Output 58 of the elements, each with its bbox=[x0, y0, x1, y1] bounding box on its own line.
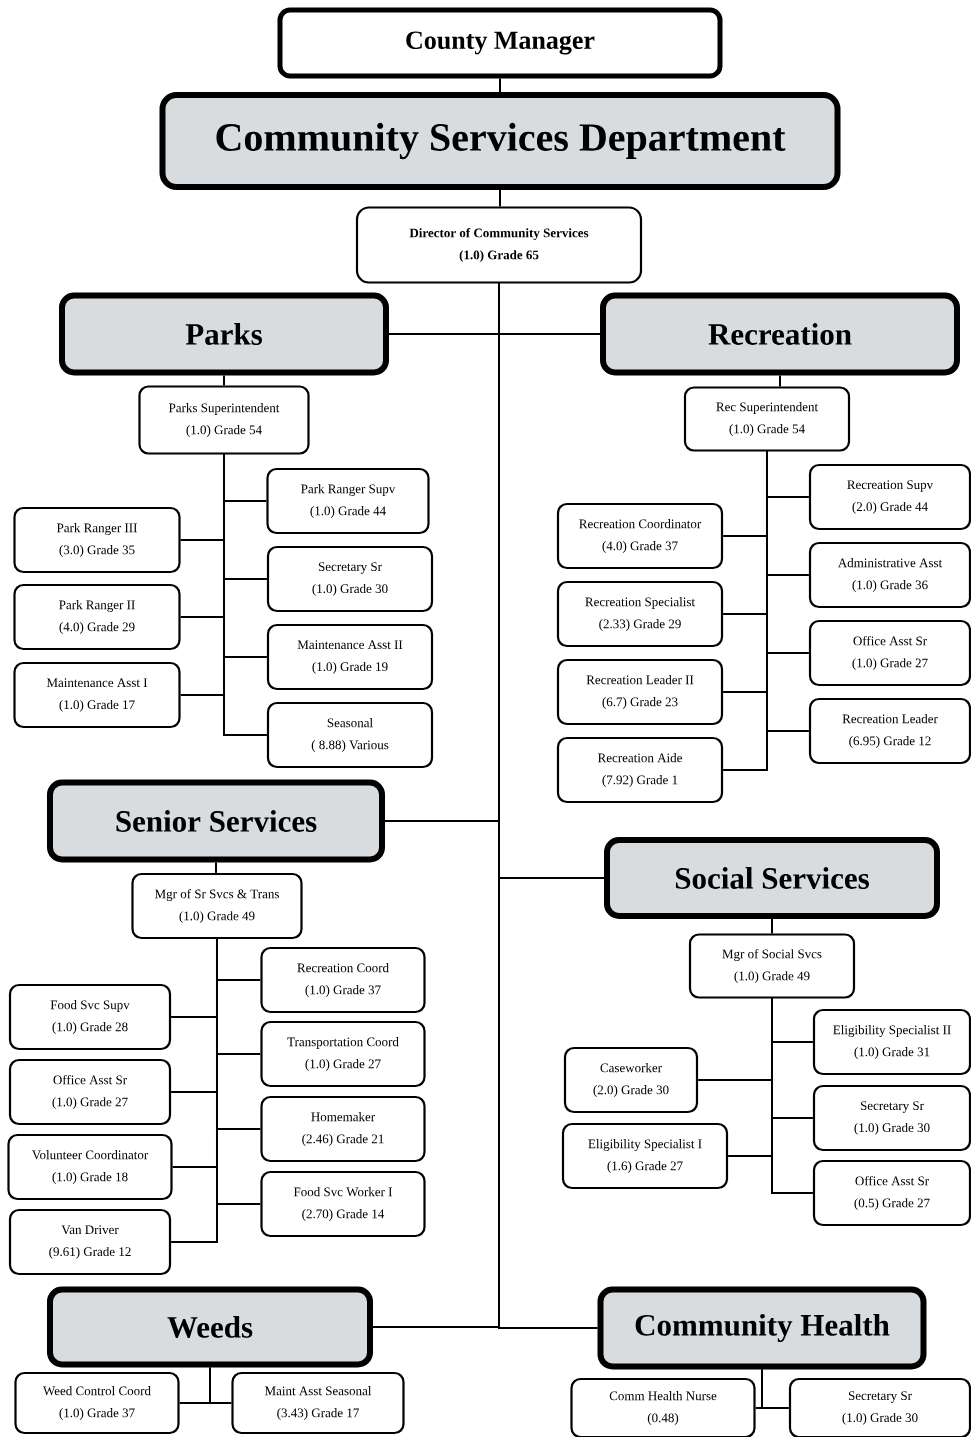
position-box: Food Svc Supv (1.0) Grade 28 bbox=[8, 983, 172, 1051]
position-box: Secretary Sr (1.0) Grade 30 bbox=[788, 1377, 971, 1437]
position-box: Office Asst Sr (1.0) Grade 27 bbox=[8, 1058, 172, 1126]
position-box: Comm Health Nurse (0.48) bbox=[570, 1377, 756, 1437]
position-box: Maintenance Asst I (1.0) Grade 17 bbox=[13, 661, 181, 729]
division-header: Weeds bbox=[47, 1286, 373, 1368]
position-box: Mgr of Social Svcs (1.0) Grade 49 bbox=[688, 933, 856, 999]
position-box: Seasonal ( 8.88) Various bbox=[266, 701, 434, 769]
position-box: Recreation Coordinator (4.0) Grade 37 bbox=[556, 502, 724, 570]
connector-line bbox=[209, 1366, 233, 1404]
connector-line bbox=[779, 374, 781, 388]
connector-line bbox=[223, 374, 225, 387]
position-box: Office Asst Sr (0.5) Grade 27 bbox=[812, 1159, 971, 1227]
position-box: Food Svc Worker I (2.70) Grade 14 bbox=[260, 1170, 426, 1238]
division-header: Social Services bbox=[604, 837, 940, 919]
position-box: Recreation Specialist (2.33) Grade 29 bbox=[556, 580, 724, 648]
position-box: Recreation Coord (1.0) Grade 37 bbox=[260, 946, 426, 1014]
connector-line bbox=[498, 282, 599, 1329]
position-box: Transportation Coord (1.0) Grade 27 bbox=[260, 1020, 426, 1088]
position-box: Volunteer Coordinator (1.0) Grade 18 bbox=[7, 1133, 173, 1201]
position-box: Rec Superintendent (1.0) Grade 54 bbox=[683, 386, 851, 452]
division-header: Recreation bbox=[600, 292, 960, 376]
position-box: Maint Asst Seasonal (3.43) Grade 17 bbox=[231, 1371, 405, 1435]
position-box: Caseworker (2.0) Grade 30 bbox=[563, 1046, 699, 1114]
position-box: Eligibility Specialist II (1.0) Grade 31 bbox=[812, 1008, 971, 1076]
division-header: Parks bbox=[59, 292, 389, 376]
position-box: Recreation Leader (6.95) Grade 12 bbox=[808, 697, 971, 765]
connector-line bbox=[223, 453, 268, 736]
director-box: Director of Community Services (1.0) Grade 65 bbox=[355, 206, 643, 284]
position-box: Secretary Sr (1.0) Grade 30 bbox=[266, 545, 434, 613]
position-box: Park Ranger II (4.0) Grade 29 bbox=[13, 583, 181, 651]
position-box: Parks Superintendent (1.0) Grade 54 bbox=[138, 385, 310, 455]
connector-line bbox=[499, 77, 501, 93]
position-box: Recreation Supv (2.0) Grade 44 bbox=[808, 463, 971, 531]
title-box: County Manager bbox=[277, 7, 723, 79]
connector-line bbox=[771, 997, 814, 1194]
position-box: Recreation Aide (7.92) Grade 1 bbox=[556, 736, 724, 804]
connector-line bbox=[771, 918, 773, 935]
position-box: Mgr of Sr Svcs & Trans (1.0) Grade 49 bbox=[131, 872, 303, 940]
position-box: Homemaker (2.46) Grade 21 bbox=[260, 1095, 426, 1163]
position-box: Administrative Asst (1.0) Grade 36 bbox=[808, 541, 971, 609]
position-box: Office Asst Sr (1.0) Grade 27 bbox=[808, 619, 971, 687]
position-box: Park Ranger III (3.0) Grade 35 bbox=[13, 506, 181, 574]
connector-line bbox=[170, 938, 218, 1243]
position-box: Recreation Leader II (6.7) Grade 23 bbox=[556, 658, 724, 726]
division-header: Community Health bbox=[597, 1286, 927, 1370]
connector-line bbox=[215, 861, 217, 874]
connector-line bbox=[722, 450, 768, 771]
position-box: Maintenance Asst II (1.0) Grade 19 bbox=[266, 623, 434, 691]
division-header: Senior Services bbox=[47, 779, 385, 863]
department-banner: Community Services Department bbox=[159, 92, 841, 190]
position-box: Park Ranger Supv (1.0) Grade 44 bbox=[266, 467, 430, 535]
connector-line bbox=[761, 1368, 790, 1409]
connector-line bbox=[499, 189, 501, 208]
position-box: Eligibility Specialist I (1.6) Grade 27 bbox=[561, 1122, 729, 1190]
position-box: Secretary Sr (1.0) Grade 30 bbox=[812, 1084, 971, 1152]
position-box: Weed Control Coord (1.0) Grade 37 bbox=[14, 1371, 180, 1435]
position-box: Van Driver (9.61) Grade 12 bbox=[8, 1208, 172, 1276]
